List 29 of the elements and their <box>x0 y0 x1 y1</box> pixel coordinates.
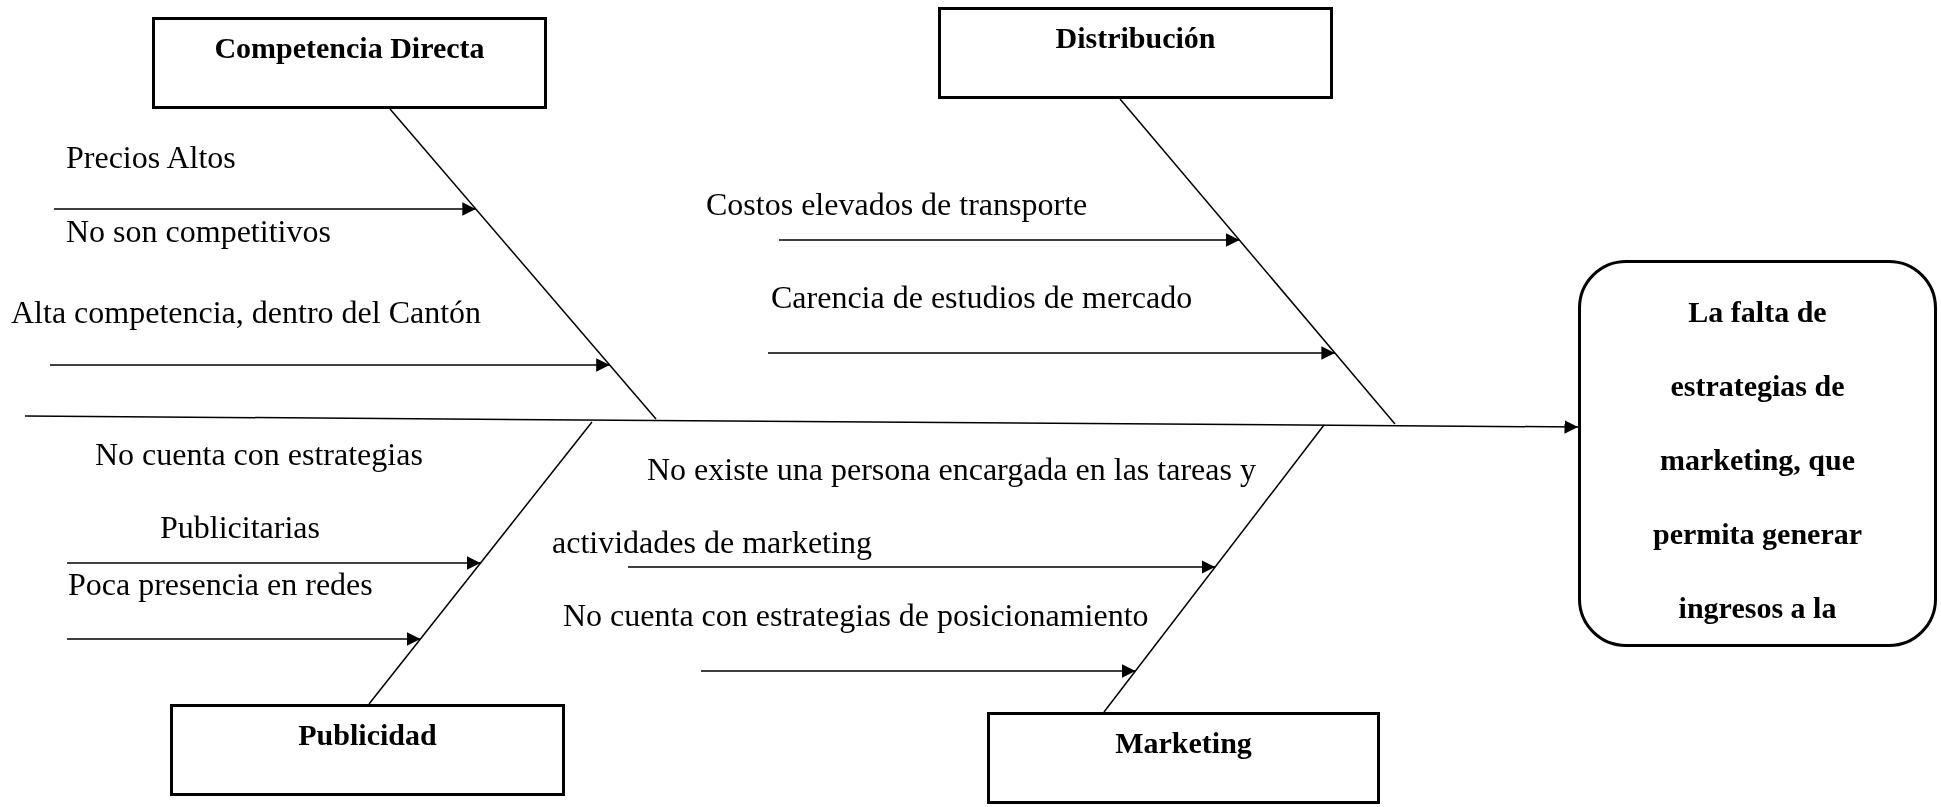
effect-text: La falta de estrategias de marketing, que permita generar ingresos a la <box>1651 294 1864 626</box>
category-title: Marketing <box>1114 725 1253 761</box>
cause-label: Poca presencia en redes <box>68 567 373 602</box>
spine-arrow <box>24 415 1579 434</box>
arrow <box>767 346 1336 360</box>
category-box <box>938 7 1333 99</box>
cause-label: Carencia de estudios de mercado <box>771 280 1193 315</box>
cause-label: No cuenta con estrategias Publicitarias <box>95 435 424 547</box>
category-title: Distribución <box>1054 20 1217 56</box>
cause-label: No existe una persona encargada en las tareas y actividades de marketing <box>552 450 1257 562</box>
bone-line <box>389 108 657 420</box>
arrow <box>66 632 422 646</box>
cause-label: Alta competencia, dentro del Cantón <box>11 295 482 330</box>
cause-label: Precios Altos <box>66 140 236 175</box>
arrow <box>778 233 1241 247</box>
cause-label: Costos elevados de transporte <box>706 187 1088 222</box>
cause-label: No cuenta con estrategias de posicionamiento <box>563 598 1149 633</box>
arrow <box>66 556 482 570</box>
arrow <box>627 560 1216 574</box>
category-box <box>987 712 1380 804</box>
arrow <box>53 202 477 216</box>
category-box <box>152 17 547 109</box>
arrow <box>700 664 1137 678</box>
effect-box <box>1578 260 1937 647</box>
category-box <box>170 704 565 796</box>
category-title: Competencia Directa <box>213 30 486 66</box>
arrow <box>49 358 611 372</box>
category-title: Publicidad <box>297 717 438 753</box>
cause-label: No son competitivos <box>66 214 331 249</box>
